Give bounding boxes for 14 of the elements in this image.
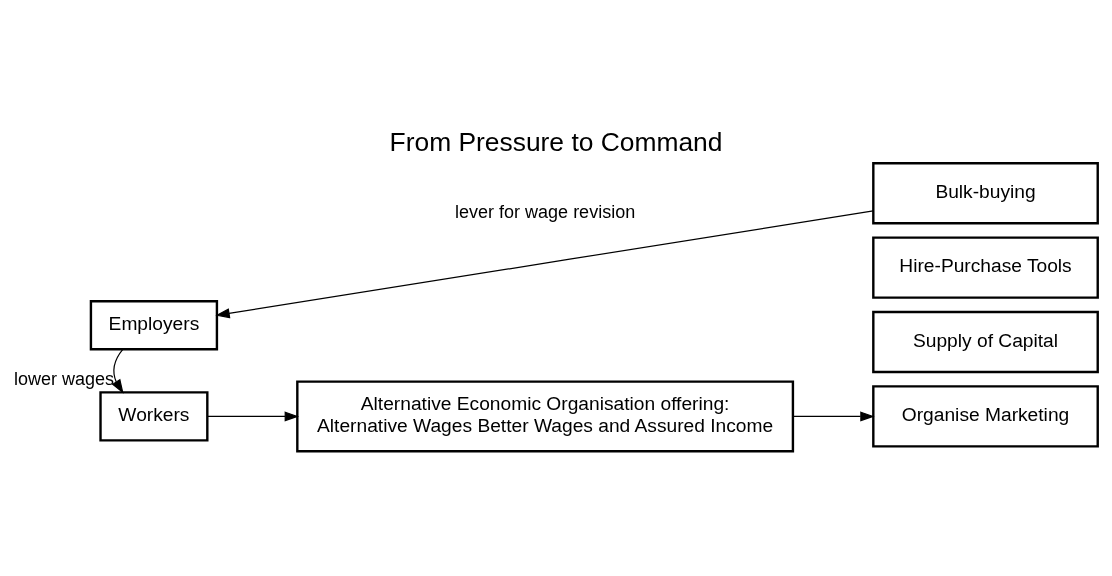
node-box: Alternative Economic Organisation offering: Alternative Wages Better Wages and Assured Income [296, 380, 795, 453]
node-box: Workers [99, 391, 209, 442]
node-box: Employers [89, 300, 219, 351]
arrow [792, 411, 875, 422]
edge-label: lower wages [14, 369, 115, 390]
arrow [206, 411, 300, 422]
arrow [215, 210, 874, 319]
diagram-title: From Pressure to Command [389, 126, 723, 157]
node-box: Supply of Capital [872, 310, 1099, 374]
edge-label: lever for wage revision [455, 202, 636, 223]
node-box: Bulk-buying [872, 162, 1099, 225]
node-box: Organise Marketing [872, 385, 1099, 448]
arrow [111, 348, 124, 394]
node-box: Hire-Purchase Tools [872, 236, 1099, 299]
